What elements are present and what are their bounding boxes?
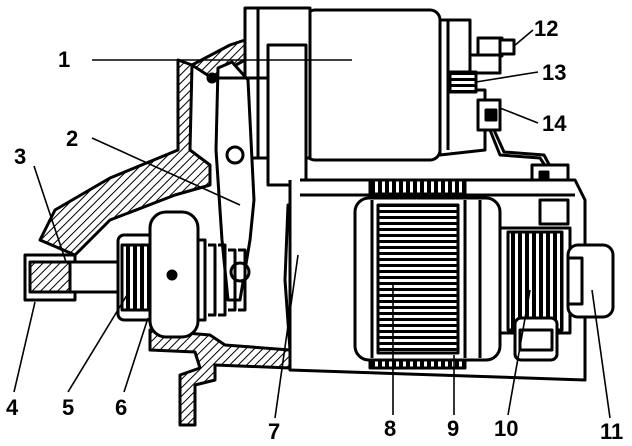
- solenoid-switch: [243, 6, 487, 187]
- callout-2: 2: [66, 126, 79, 151]
- overrunning-clutch: [148, 210, 247, 339]
- callout-13: 13: [542, 60, 567, 85]
- callout-14: 14: [542, 111, 567, 136]
- callout-11: 11: [600, 419, 624, 444]
- pinion-shaft: [23, 253, 122, 302]
- callout-10: 10: [494, 416, 519, 441]
- callout-3: 3: [14, 144, 27, 169]
- callout-7: 7: [268, 419, 281, 444]
- callout-8: 8: [384, 416, 397, 441]
- callout-4: 4: [6, 395, 19, 420]
- commutator: [498, 198, 572, 362]
- end-cap: [566, 243, 615, 319]
- threaded-terminal: [448, 70, 478, 94]
- callout-5: 5: [62, 395, 75, 420]
- callout-1: 1: [58, 47, 71, 72]
- callout-9: 9: [447, 416, 460, 441]
- armature: [353, 196, 502, 362]
- terminal-stud: [468, 36, 516, 75]
- leader-lines: [13, 29, 611, 419]
- callout-12: 12: [534, 16, 559, 41]
- lead-terminal: [476, 98, 570, 191]
- callout-6: 6: [115, 395, 128, 420]
